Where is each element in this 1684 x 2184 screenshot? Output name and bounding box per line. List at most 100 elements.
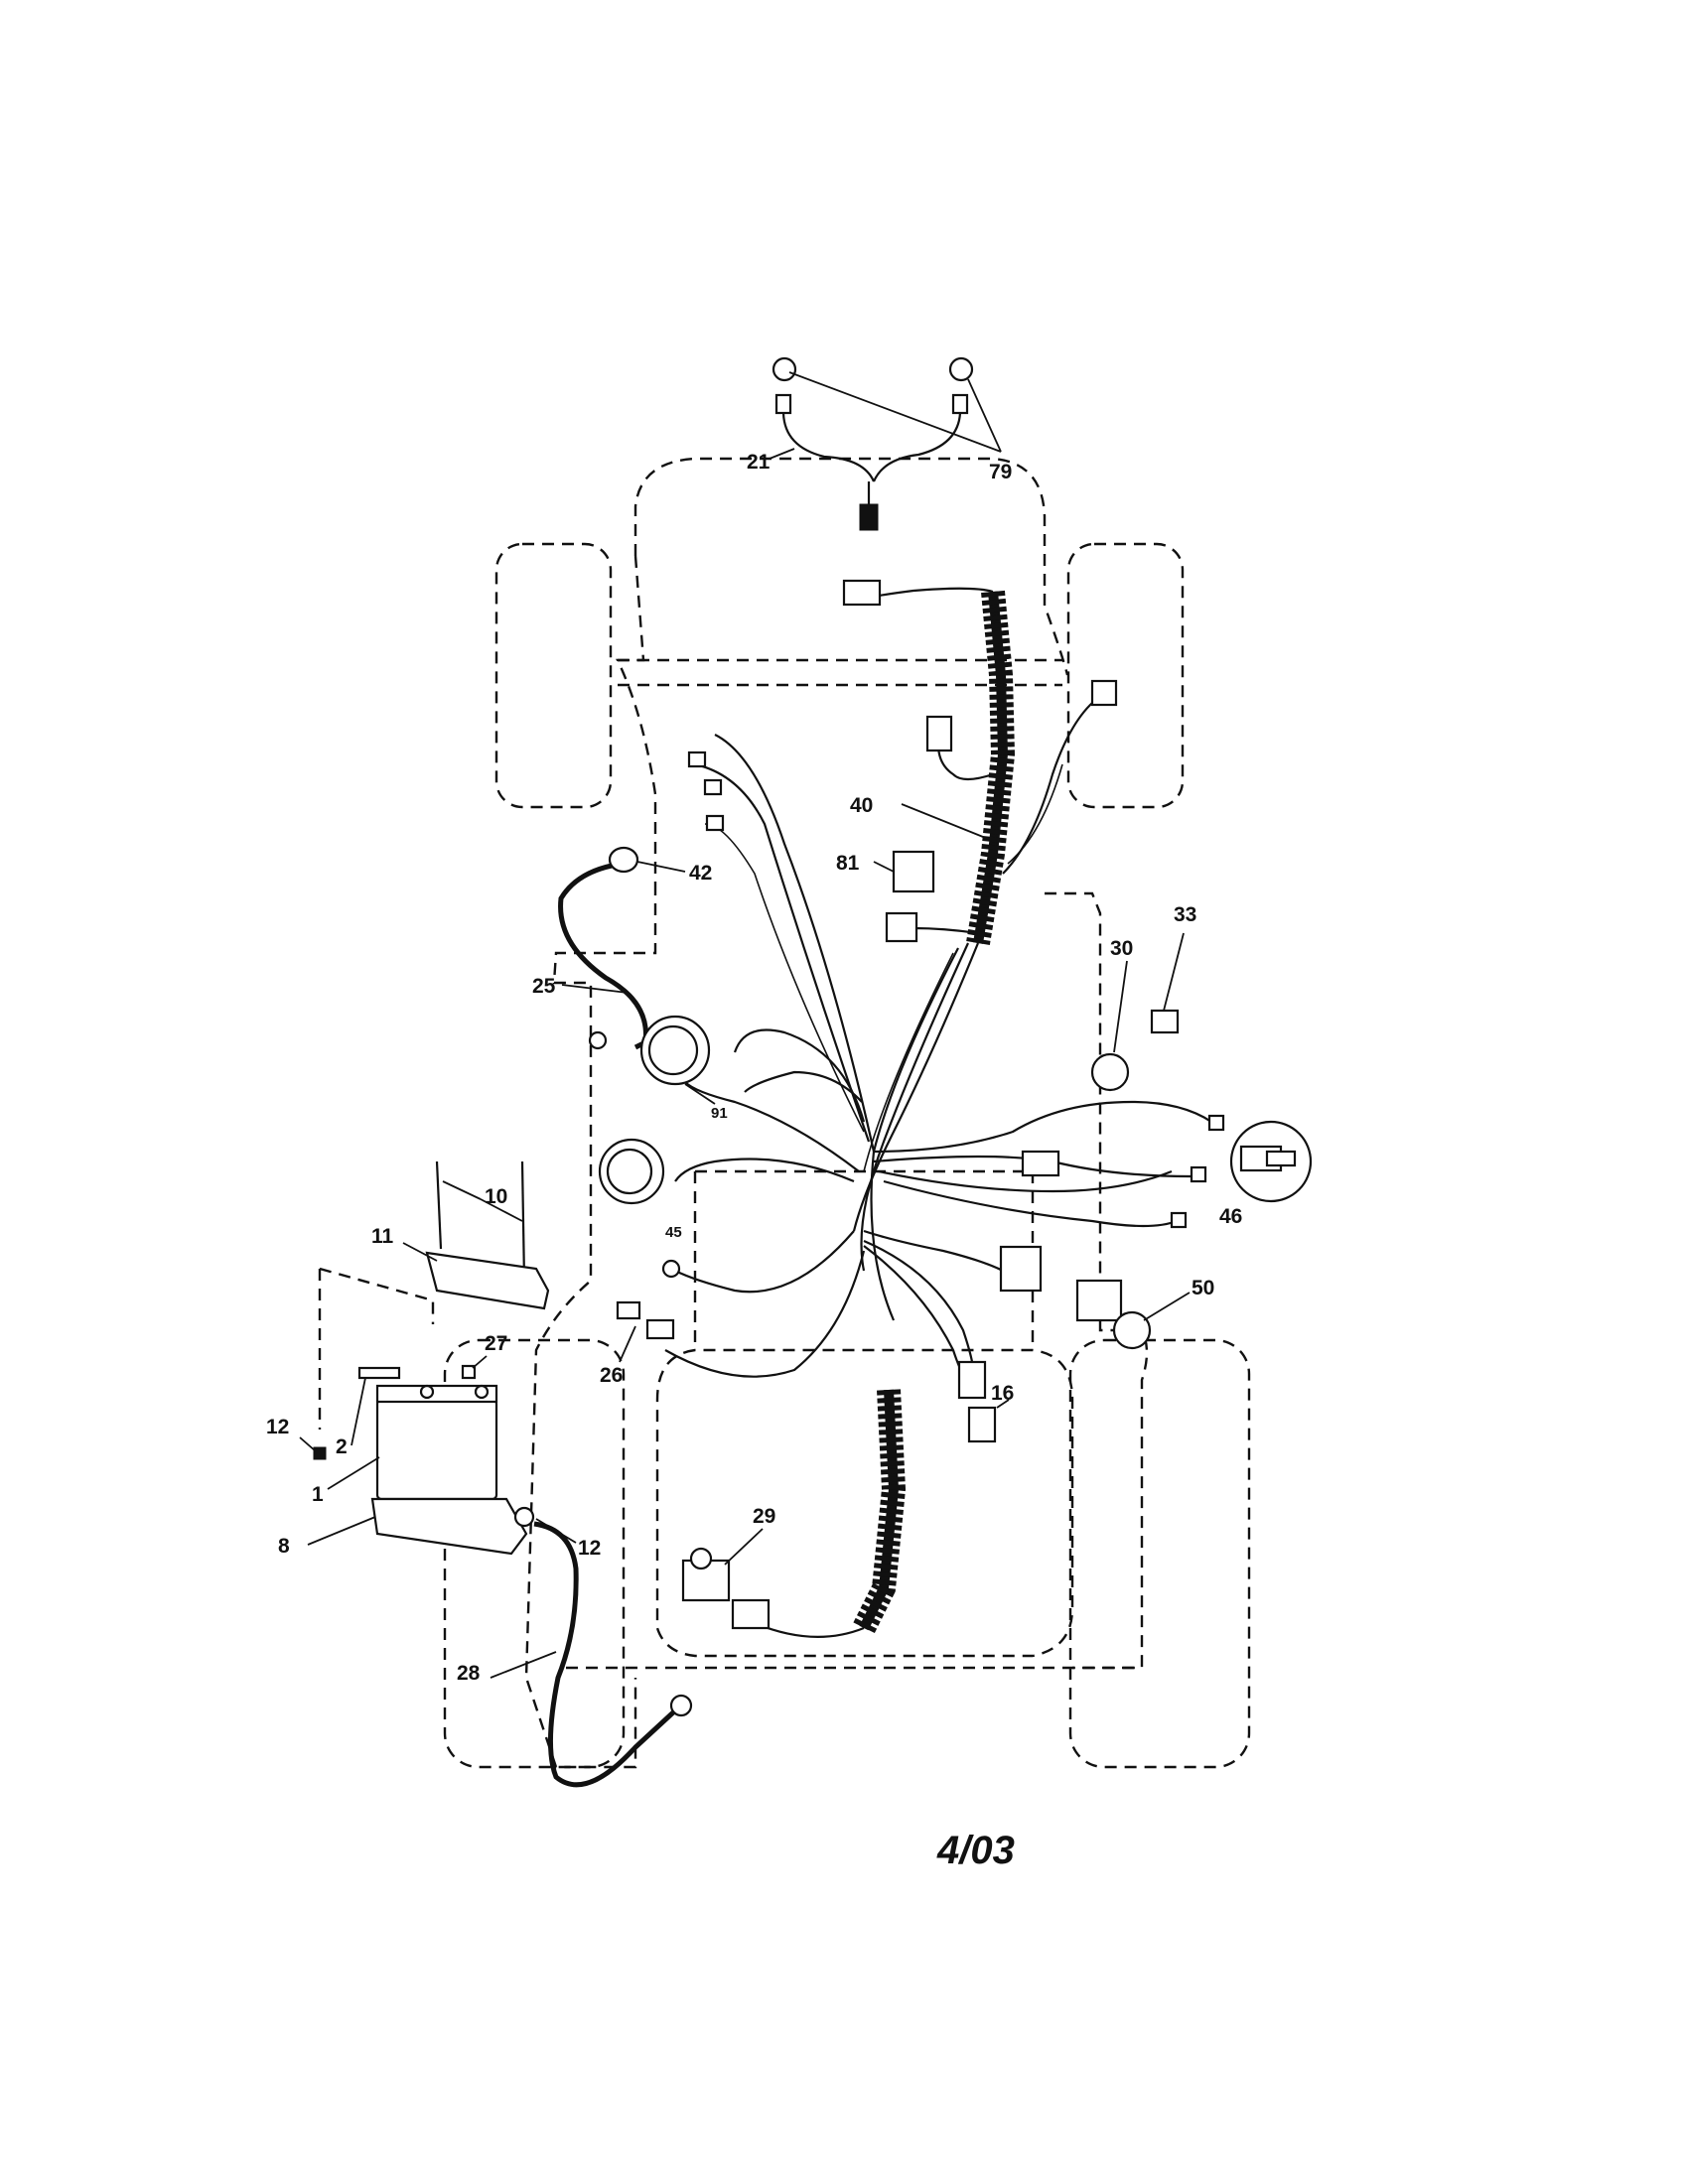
- leader-26: [619, 1325, 636, 1363]
- left-upper-terminal: [687, 751, 707, 768]
- mid-body-outline: [524, 884, 657, 1769]
- trunk-wire-4: [863, 952, 954, 1172]
- connector-16: [967, 1406, 997, 1443]
- callout-33: 33: [1174, 903, 1196, 926]
- branch-ground: [674, 1230, 855, 1294]
- leader-33: [1163, 932, 1185, 1012]
- holddown-guide: [318, 1267, 435, 1430]
- leader-40: [901, 803, 989, 840]
- relay-lead: [912, 926, 979, 935]
- callout-2: 2: [336, 1435, 348, 1458]
- battery-1-top: [375, 1384, 498, 1404]
- callout-21: 21: [747, 451, 771, 474]
- small-parts: [616, 1300, 1010, 1602]
- callout-12a: 12: [266, 1416, 289, 1438]
- callout-42: 42: [689, 862, 712, 885]
- leader-79: [788, 371, 1002, 453]
- lower-coil-lead: [754, 1621, 865, 1638]
- leader-12a: [299, 1436, 317, 1452]
- branch-to-91: [733, 1028, 866, 1123]
- branch-gauges: [684, 1081, 860, 1172]
- branch-gauges-b: [674, 1158, 855, 1183]
- right-terminal-b: [1190, 1165, 1207, 1183]
- ignition-switch-30: [1090, 1052, 1130, 1092]
- right-body-outline: [1045, 891, 1149, 1670]
- right-headlight-bulb: [948, 356, 974, 382]
- leader-21: [769, 448, 795, 460]
- ring-terminal-45: [661, 1259, 681, 1279]
- branch-left-upper: [714, 734, 876, 1153]
- left-upper-terminal-b: [703, 778, 723, 796]
- callout-8: 8: [278, 1535, 290, 1558]
- trunk-wire-3: [870, 947, 959, 1321]
- leader-16: [996, 1399, 1010, 1409]
- ring-terminal-28: [669, 1694, 693, 1717]
- battery-tray-8: [370, 1497, 528, 1556]
- front-axle-outline: [618, 658, 1062, 687]
- trunk-wire-1: [852, 942, 980, 1232]
- leader-50: [1143, 1292, 1191, 1321]
- nut-12a: [313, 1446, 327, 1460]
- holddown-bracket-11: [425, 1251, 550, 1310]
- headlight-connector: [859, 503, 879, 531]
- gauges: [598, 1015, 716, 1279]
- leader-10b: [480, 1198, 523, 1222]
- mid-coil-lead: [936, 744, 994, 781]
- callout-46: 46: [1219, 1205, 1242, 1228]
- callout-27: 27: [485, 1332, 507, 1355]
- left-headlight-bulb: [772, 356, 797, 382]
- callout-79: 79: [989, 461, 1012, 483]
- ground-cable-28: [533, 1521, 675, 1788]
- battery-terminal-neg: [419, 1384, 435, 1400]
- leader-91: [684, 1083, 716, 1105]
- callout-91: 91: [711, 1105, 728, 1122]
- branch-left-upper-b: [694, 762, 871, 1143]
- rod-10a: [435, 1160, 443, 1250]
- rear-right-wheel: [1068, 1338, 1251, 1769]
- callout-81: 81: [836, 852, 860, 875]
- cable-42: [558, 863, 648, 1050]
- branch-right-upper: [1002, 694, 1103, 875]
- switch-33: [1150, 1009, 1180, 1034]
- ring-terminal-25: [588, 1030, 608, 1050]
- left-headlight-socket: [774, 393, 792, 415]
- callout-1: 1: [312, 1483, 324, 1506]
- gauge-91-face: [647, 1024, 699, 1076]
- callout-29: 29: [753, 1505, 775, 1528]
- connector-26b: [645, 1318, 675, 1340]
- branch-26: [664, 1250, 866, 1378]
- leader-27: [472, 1355, 488, 1369]
- branch-lower-1: [863, 1229, 1004, 1272]
- mid-coil-connector: [925, 715, 953, 752]
- leader-42: [636, 861, 686, 873]
- eight-pin-connector: [999, 1245, 1043, 1293]
- callout-25: 25: [532, 975, 556, 998]
- relay-plug: [885, 911, 918, 943]
- leader-10: [442, 1180, 482, 1200]
- callout-10: 10: [485, 1185, 507, 1208]
- callout-28: 28: [457, 1662, 481, 1685]
- revision-date: 4/03: [937, 1829, 1015, 1872]
- callout-26: 26: [600, 1364, 623, 1387]
- gauge-45-face: [606, 1148, 653, 1195]
- leader-29: [724, 1528, 764, 1566]
- leader-81: [873, 861, 895, 873]
- hood-outline: [633, 457, 1069, 676]
- knob-50: [1112, 1310, 1152, 1350]
- harness-coil-wrap: [966, 590, 1016, 945]
- callouts: 21 79 40 81 42 25 30 33 91 10 11 45 46 5…: [266, 451, 1242, 1685]
- leader-2: [351, 1377, 366, 1446]
- clamp-12b: [513, 1506, 535, 1528]
- relay-81: [892, 850, 935, 893]
- leader-12b: [535, 1518, 577, 1544]
- hour-meter-46-display: [1265, 1150, 1297, 1167]
- callout-16: 16: [991, 1382, 1014, 1405]
- headlight-assembly: [769, 356, 1002, 531]
- callout-30: 30: [1110, 937, 1133, 960]
- right-terminal-a: [1207, 1114, 1225, 1132]
- front-left-wheel: [494, 542, 613, 809]
- battery-1: [375, 1398, 498, 1501]
- callout-50: 50: [1192, 1277, 1214, 1299]
- rocker-switch-50: [1075, 1279, 1123, 1322]
